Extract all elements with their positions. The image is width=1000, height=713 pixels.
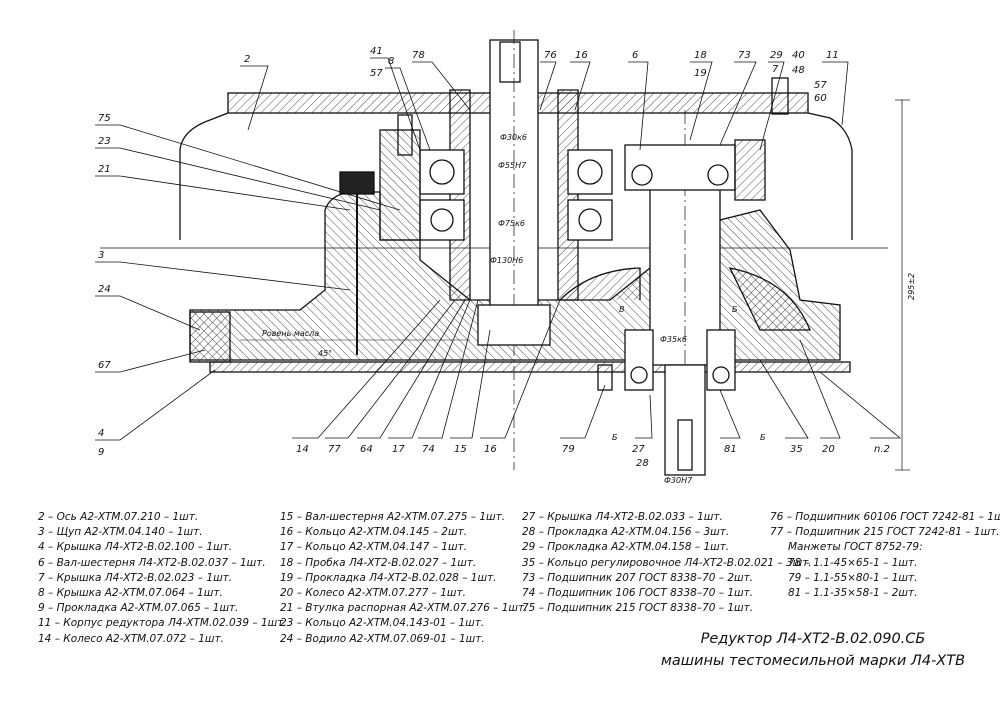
dim-d30k6: Ф30к6 [500,133,527,142]
callout-20: 20 [822,444,835,455]
callout-74: 74 [422,444,435,455]
callout-75: 75 [98,113,111,124]
callout-23: 23 [98,136,111,147]
cuff-row: 78 – 1.1-45×65-1 – 1шт. [788,556,918,569]
callout-7: 7 [772,64,779,75]
callout-29: 29 [770,50,783,61]
part-row: 76 – Подшипник 60106 ГОСТ 7242-81 – 1шт. [770,511,1000,523]
callout-16b: 16 [484,444,497,455]
part-row: 75 – Подшипник 215 ГОСТ 8338–70 – 1шт. [522,602,754,615]
callout-2: 2 [244,54,250,65]
callout-3: 3 [98,250,104,261]
callout-18: 18 [694,50,707,61]
callout-8: 8 [388,56,394,67]
angle-label: 45° [318,349,332,358]
dim-d35k6: Ф35к6 [660,335,687,344]
callout-11: 11 [826,50,839,61]
part-row: 74 – Подшипник 106 ГОСТ 8338–70 – 1шт. [522,587,754,600]
callout-60: 60 [814,93,827,104]
callout-79: 79 [562,444,575,455]
part-row: 3 – Щуп А2-ХТМ.04.140 – 1шт. [38,526,203,539]
part-row: 18 – Пробка Л4-ХТ2-В.02.027 – 1шт. [280,556,477,569]
part-row: 23 – Кольцо А2-ХТМ.04.143-01 – 1шт. [280,617,485,630]
part-row: 28 – Прокладка А2-ХТМ.04.156 – 3шт. [522,526,730,539]
part-row: 6 – Вал-шестерня Л4-ХТ2-В.02.037 – 1шт. [38,556,266,569]
parts-list-column-3: 27 – Крышка Л4-ХТ2-В.02.033 – 1шт. 28 – … [522,510,812,616]
parts-list-column-1: 2 – Ось А2-ХТМ.07.210 – 1шт. 3 – Щуп А2-… [38,510,287,647]
part-row: 77 – Подшипник 215 ГОСТ 7242-81 – 1шт. [770,526,1000,539]
callout-14: 14 [296,444,309,455]
callout-77: 77 [328,444,341,455]
dim-d130h6: Ф130Н6 [490,256,523,265]
part-row: 20 – Колесо А2-ХТМ.07.277 – 1шт. [280,587,466,600]
callout-57b: 57 [814,80,827,91]
callout-40: 40 [792,50,805,61]
drawing-title-line-2: машины тестомесильной марки Л4-ХТВ [660,653,966,669]
callout-24: 24 [98,284,111,295]
part-row: 21 – Втулка распорная А2-ХТМ.07.276 – 1ш… [280,602,528,615]
callout-78: 78 [412,50,425,61]
callout-27: 27 [632,444,645,455]
cuff-row: 81 – 1.1-35×58-1 – 2шт. [788,587,918,600]
callout-19: 19 [694,68,707,79]
bowl-left [179,112,229,240]
assembly-drawing: 2 41 57 8 78 76 16 6 18 19 73 29 7 40 48… [95,30,916,485]
cuff-row: 79 – 1.1-55×80-1 – 1шт. [788,571,918,584]
part-row: 11 – Корпус редуктора Л4-ХТМ.02.039 – 1ш… [38,617,287,630]
callout-48: 48 [792,65,805,76]
callout-73: 73 [738,50,751,61]
arrow-mark-b2: Б [760,433,766,442]
callout-81: 81 [724,444,737,455]
callout-4: 4 [98,428,104,439]
cuffs-heading: Манжеты ГОСТ 8752-79: [788,541,923,554]
callout-64: 64 [360,444,373,455]
dim-d30h7: Ф30Н7 [664,476,693,485]
bowl-right [807,112,853,240]
section-mark-b1: В [619,305,625,314]
dim-vertical: 295±2 [907,273,916,300]
callout-9: 9 [98,447,104,458]
drawing-title: Редуктор Л4-ХТ2-В.02.090.СБ машины тесто… [648,628,978,672]
part-row: 35 – Кольцо регулировочное Л4-ХТ2-В.02.0… [522,556,812,569]
callout-28: 28 [636,458,649,469]
parts-list-column-4: 76 – Подшипник 60106 ГОСТ 7242-81 – 1шт.… [770,510,1000,601]
callout-n2: n.2 [874,444,890,455]
oil-level-label: Ровень масла [262,329,319,338]
parts-list-column-2: 15 – Вал-шестерня А2-ХТМ.07.275 – 1шт. 1… [280,510,528,647]
part-row: 14 – Колесо А2-ХТМ.07.072 – 1шт. [38,632,224,645]
callout-76: 76 [544,50,557,61]
part-row: 8 – Крышка А2-ХТМ.07.064 – 1шт. [38,587,223,600]
section-mark-b2: Б [732,305,738,314]
callout-67: 67 [98,360,111,371]
drawing-title-line-1: Редуктор Л4-ХТ2-В.02.090.СБ [700,631,926,647]
dim-d55h7: Ф55Н7 [498,161,527,170]
callout-35: 35 [790,444,803,455]
part-row: 4 – Крышка Л4-ХТ2-В.02.100 – 1шт. [38,541,233,554]
callout-6: 6 [632,50,638,61]
callout-15: 15 [454,444,467,455]
callout-41: 41 [370,46,383,57]
carrier-flange [189,311,231,363]
part-row: 9 – Прокладка А2-ХТМ.07.065 – 1шт. [38,602,239,615]
callout-17: 17 [392,444,405,455]
part-row: 27 – Крышка Л4-ХТ2-В.02.033 – 1шт. [522,511,723,523]
part-row: 16 – Кольцо А2-ХТМ.04.145 – 2шт. [280,526,468,539]
part-row: 24 – Водило А2-ХТМ.07.069-01 – 1шт. [280,632,485,645]
part-row: 2 – Ось А2-ХТМ.07.210 – 1шт. [38,511,199,523]
part-row: 19 – Прокладка Л4-ХТ2-В.02.028 – 1шт. [280,571,497,584]
arrow-mark-b1: Б [612,433,618,442]
part-row: 15 – Вал-шестерня А2-ХТМ.07.275 – 1шт. [280,511,506,523]
callout-21: 21 [98,164,111,175]
part-row: 17 – Кольцо А2-ХТМ.04.147 – 1шт. [280,541,468,554]
callout-16: 16 [575,50,588,61]
part-row: 73 – Подшипник 207 ГОСТ 8338–70 – 2шт. [522,571,754,584]
base-plate [209,361,851,373]
part-row: 7 – Крышка Л4-ХТ2-В.02.023 – 1шт. [38,571,233,584]
callout-57: 57 [370,68,383,79]
part-row: 29 – Прокладка А2-ХТМ.04.158 – 1шт. [522,541,730,554]
dim-d75k6: Ф75к6 [498,219,525,228]
